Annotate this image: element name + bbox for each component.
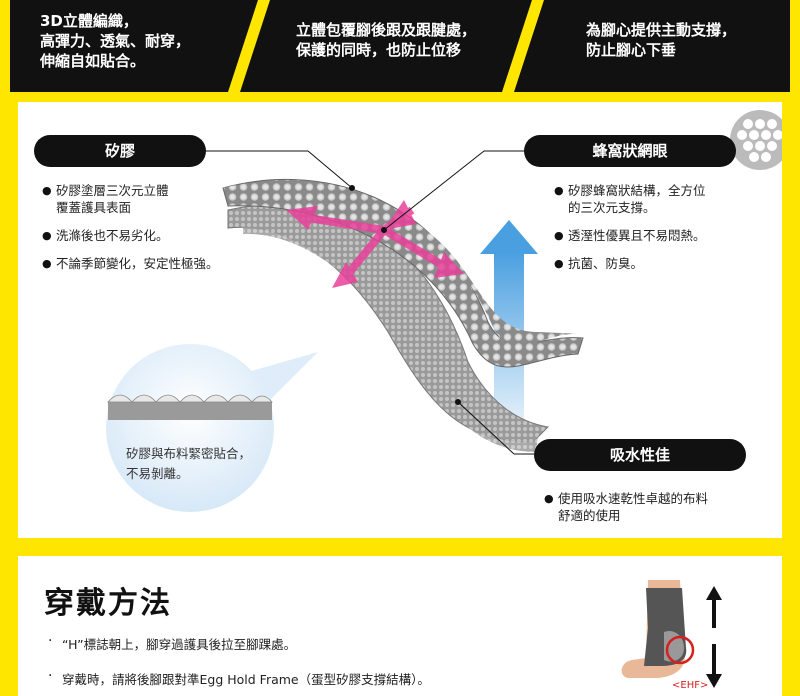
absorb-bullets: 使用吸水速乾性卓越的布料 舒適的使用 bbox=[544, 490, 764, 535]
ehf-label: <EHF> bbox=[672, 680, 708, 691]
ehf-highlight-icon bbox=[665, 635, 695, 665]
leader-lines bbox=[206, 150, 534, 455]
silicone-bullets: 矽膠塗層三次元立體 覆蓋護具表面 洗滌後也不易劣化。 不論季節變化，安定性極強。 bbox=[42, 182, 272, 283]
bubble-pointer bbox=[248, 352, 318, 402]
list-item: 透溼性優異且不易悶熱。 bbox=[554, 227, 774, 244]
honeycomb-bullets: 矽膠蜂窩狀結構，全方位 的三次元支撐。 透溼性優異且不易悶熱。 抗菌、防臭。 bbox=[554, 182, 774, 283]
list-item: 抗菌、防臭。 bbox=[554, 255, 774, 272]
bubble-caption: 矽膠與布料緊密貼合， 不易剝離。 bbox=[126, 446, 252, 481]
banner-text-heel: 立體包覆腳後跟及跟腱處， 保護的同時，也防止位移 bbox=[296, 21, 477, 59]
honeycomb-label: 蜂窩狀網眼 bbox=[524, 135, 736, 167]
cross-section-icon bbox=[107, 394, 273, 420]
fabric-illustration bbox=[106, 110, 782, 512]
banner-background bbox=[10, 0, 790, 92]
howto-panel: 穿戴方法 “H”標誌朝上，腳穿過護具後拉至腳踝處。 穿戴時，請將後腳跟對準Egg… bbox=[18, 556, 782, 696]
feature-panel: 矽膠 蜂窩狀網眼 吸水性佳 矽膠塗層三次元立體 覆蓋護具表面 洗滌後也不易劣化。… bbox=[18, 102, 782, 538]
magnify-bubble bbox=[106, 344, 274, 512]
banner-text-knit: 3D立體編織， 高彈力、透氣、耐穿， 伸縮自如貼合。 bbox=[40, 12, 191, 70]
list-item: 洗滌後也不易劣化。 bbox=[42, 227, 272, 244]
howto-steps: “H”標誌朝上，腳穿過護具後拉至腳踝處。 穿戴時，請將後腳跟對準Egg Hold… bbox=[46, 633, 430, 696]
absorb-label: 吸水性佳 bbox=[534, 439, 746, 471]
howto-title: 穿戴方法 bbox=[44, 586, 172, 621]
up-down-arrow-icon bbox=[706, 586, 722, 688]
honeycomb-icon bbox=[730, 110, 782, 170]
list-item: 矽膠蜂窩狀結構，全方位 的三次元支撐。 bbox=[554, 182, 774, 216]
list-item: 穿戴時，請將後腳跟對準Egg Hold Frame（蛋型矽膠支撐結構）。 bbox=[46, 668, 430, 688]
silicone-label: 矽膠 bbox=[34, 135, 206, 167]
list-item: 使用吸水速乾性卓越的布料 舒適的使用 bbox=[544, 490, 764, 524]
list-item: 矽膠塗層三次元立體 覆蓋護具表面 bbox=[42, 182, 272, 216]
list-item: “H”標誌朝上，腳穿過護具後拉至腳踝處。 bbox=[46, 633, 430, 653]
banner-text-arch: 為腳心提供主動支撐， 防止腳心下垂 bbox=[586, 21, 737, 59]
ankle-brace-illustration: <EHF> bbox=[618, 580, 748, 696]
list-item: 不論季節變化，安定性極強。 bbox=[42, 255, 272, 272]
pink-support-arrows-icon bbox=[286, 200, 464, 288]
top-banner: 3D立體編織， 高彈力、透氣、耐穿， 伸縮自如貼合。 立體包覆腳後跟及跟腱處， … bbox=[0, 0, 800, 92]
